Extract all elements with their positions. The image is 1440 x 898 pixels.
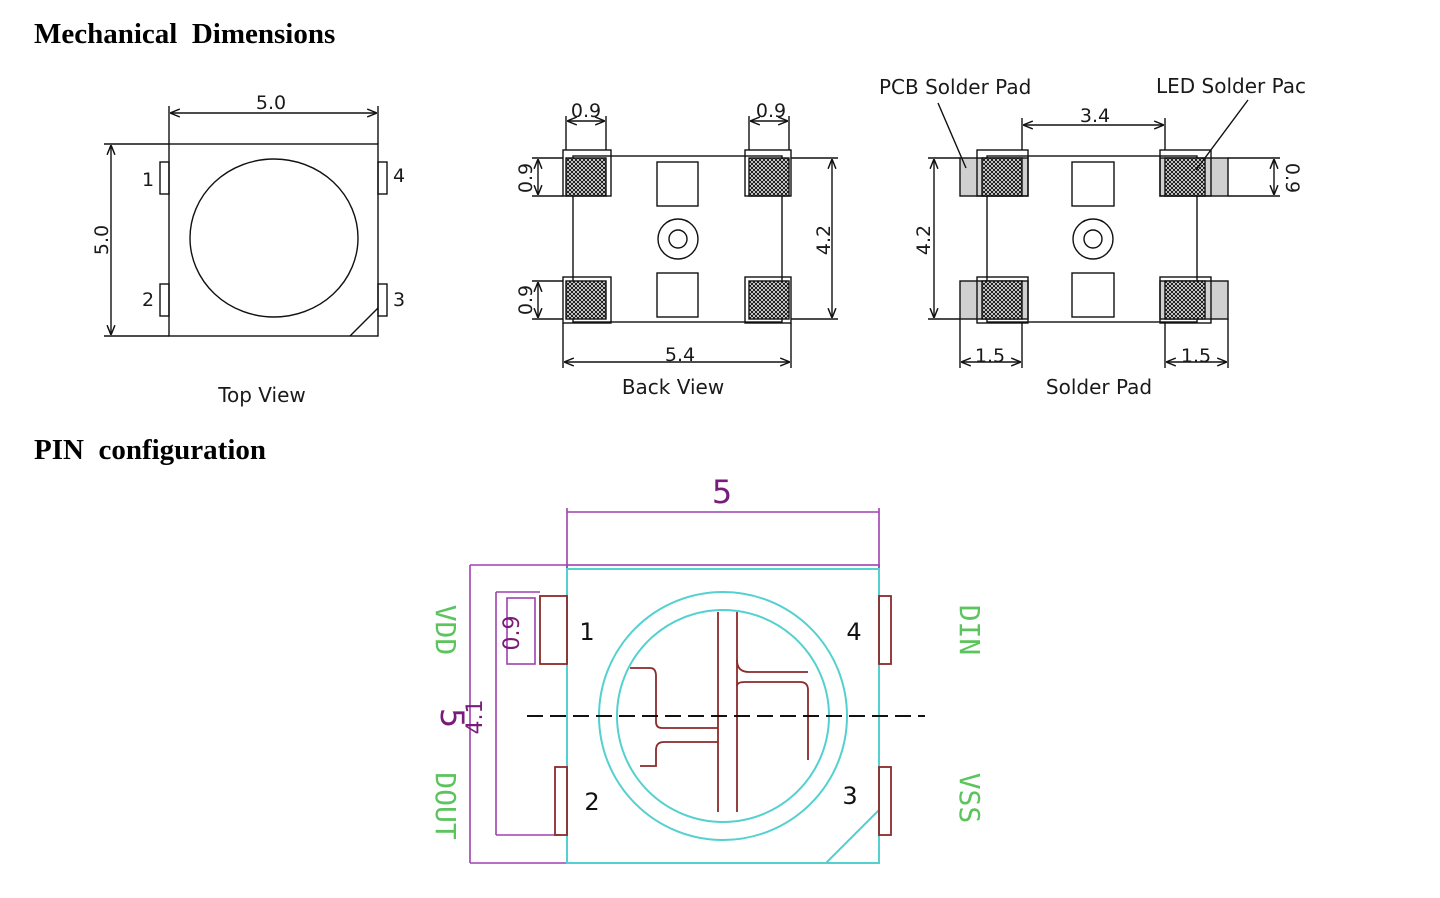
back-view-pad-top-right — [748, 157, 790, 197]
pin-config-pin-4-label: 4 — [846, 618, 861, 646]
back-view-pad-height-bottom-label: 0.9 — [515, 285, 537, 315]
back-view-center-ring-outer — [657, 218, 699, 260]
top-view-pin-2-label: 2 — [142, 289, 154, 311]
top-view-body — [168, 143, 379, 337]
led-pad-top-right — [1164, 157, 1206, 197]
pin-config-pad-2 — [554, 766, 568, 836]
solder-pad-right-width-label: 1.5 — [1181, 345, 1211, 367]
top-view-pin-tab-4 — [377, 161, 388, 195]
top-view-pin-3-label: 3 — [393, 289, 405, 311]
pin-config-die-traces — [630, 612, 809, 812]
led-pad-bottom-left — [981, 280, 1023, 320]
back-view-pad-top-left — [565, 157, 607, 197]
pin-config-width-label: 5 — [712, 473, 732, 511]
led-solder-pad-label: LED Solder Pac — [1156, 74, 1306, 98]
pin-config-height-label: 5 — [433, 708, 471, 728]
signal-dout-label: DOUT — [429, 772, 462, 840]
pin-configuration-heading: PIN configuration — [34, 434, 266, 466]
pcb-solder-pad-label: PCB Solder Pad — [879, 75, 1031, 99]
solder-pad-body — [986, 155, 1198, 323]
top-view-pin-1-label: 1 — [142, 169, 154, 191]
pin-config-pad-4 — [878, 595, 892, 665]
solder-pad-spacing-label: 3.4 — [1080, 105, 1110, 127]
signal-vss-label: VSS — [953, 773, 986, 824]
pcb-pad-leader — [937, 102, 967, 169]
top-view-pin1-marker — [349, 307, 379, 337]
top-view-height-label: 5.0 — [91, 225, 113, 255]
pin-config-pad-3 — [878, 766, 892, 836]
pin-config-pin-2-label: 2 — [584, 788, 599, 816]
pin-config-pad-span-label: 4.1 — [463, 700, 488, 735]
back-view-height-label: 4.2 — [813, 225, 835, 255]
pin-config-pad-height-dim — [506, 597, 536, 665]
signal-din-label: DIN — [953, 605, 986, 656]
back-view-pad-bottom-left — [565, 280, 607, 320]
back-view-center-pad-bottom — [656, 272, 699, 318]
led-pad-leader — [1195, 99, 1249, 171]
pin-config-pad-1 — [539, 595, 568, 665]
back-view-center-pad-top — [656, 161, 699, 207]
solder-pad-height-label: 0.9 — [1281, 163, 1303, 193]
back-view-center-ring-inner — [668, 229, 688, 249]
top-view-pin-tab-3 — [377, 283, 388, 317]
pin-config-pin-1-label: 1 — [579, 618, 594, 646]
top-view-caption: Top View — [217, 383, 306, 407]
solder-pad-total-height-label: 4.2 — [913, 225, 935, 255]
back-view-pad-bottom-right — [748, 280, 790, 320]
top-view-pin-tab-1 — [159, 161, 170, 195]
top-view-drawing — [104, 106, 388, 337]
top-view-pin-4-label: 4 — [393, 165, 405, 187]
top-view-pin-tab-2 — [159, 283, 170, 317]
led-pad-bottom-right — [1164, 280, 1206, 320]
back-view-caption: Back View — [622, 375, 724, 399]
solder-pad-caption: Solder Pad — [1046, 375, 1152, 399]
solder-pad-left-width-label: 1.5 — [975, 345, 1005, 367]
back-view-pad-width-right-label: 0.9 — [756, 100, 786, 122]
pin-config-drawing — [469, 508, 925, 864]
back-view-pad-width-left-label: 0.9 — [571, 100, 601, 122]
pin-config-pin-3-label: 3 — [842, 782, 857, 810]
back-view-pad-height-top-label: 0.9 — [515, 163, 537, 193]
pin-config-pad-height-label: 0.9 — [500, 616, 525, 651]
top-view-width-label: 5.0 — [256, 92, 286, 114]
mechanical-dimensions-heading: Mechanical Dimensions — [34, 18, 336, 50]
back-view-body — [572, 155, 783, 323]
led-pad-top-left — [981, 157, 1023, 197]
signal-vdd-label: VDD — [429, 605, 462, 656]
back-view-drawing — [532, 116, 838, 368]
solder-pad-drawing — [928, 99, 1280, 368]
top-view-lens — [189, 158, 359, 318]
pin-config-pin1-marker — [825, 809, 880, 864]
back-view-width-label: 5.4 — [665, 344, 695, 366]
